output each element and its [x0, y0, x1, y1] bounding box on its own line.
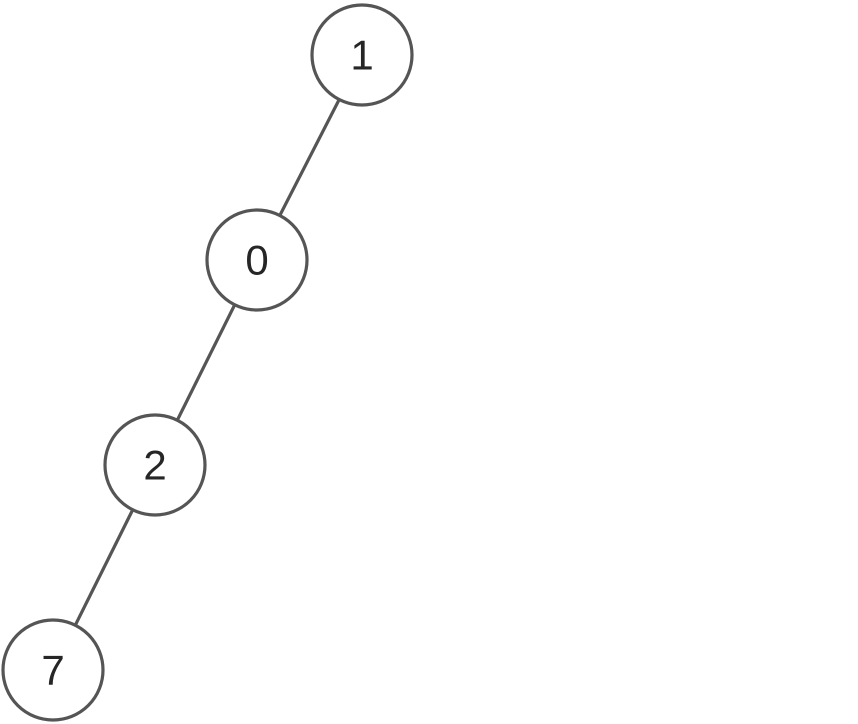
- tree-node-circle: [103, 413, 207, 517]
- tree-node-label: 2: [143, 442, 166, 489]
- tree-node: 2: [103, 413, 207, 517]
- tree-node-circle: [310, 3, 414, 107]
- tree-node: 0: [205, 208, 309, 312]
- tree-node-circle: [205, 208, 309, 312]
- tree-node-label: 0: [245, 237, 268, 284]
- tree-node-label: 7: [41, 647, 64, 694]
- tree-node-label: 1: [350, 32, 373, 79]
- tree-node: 1: [310, 3, 414, 107]
- tree-node-circle: [1, 618, 105, 722]
- tree-node: 7: [1, 618, 105, 722]
